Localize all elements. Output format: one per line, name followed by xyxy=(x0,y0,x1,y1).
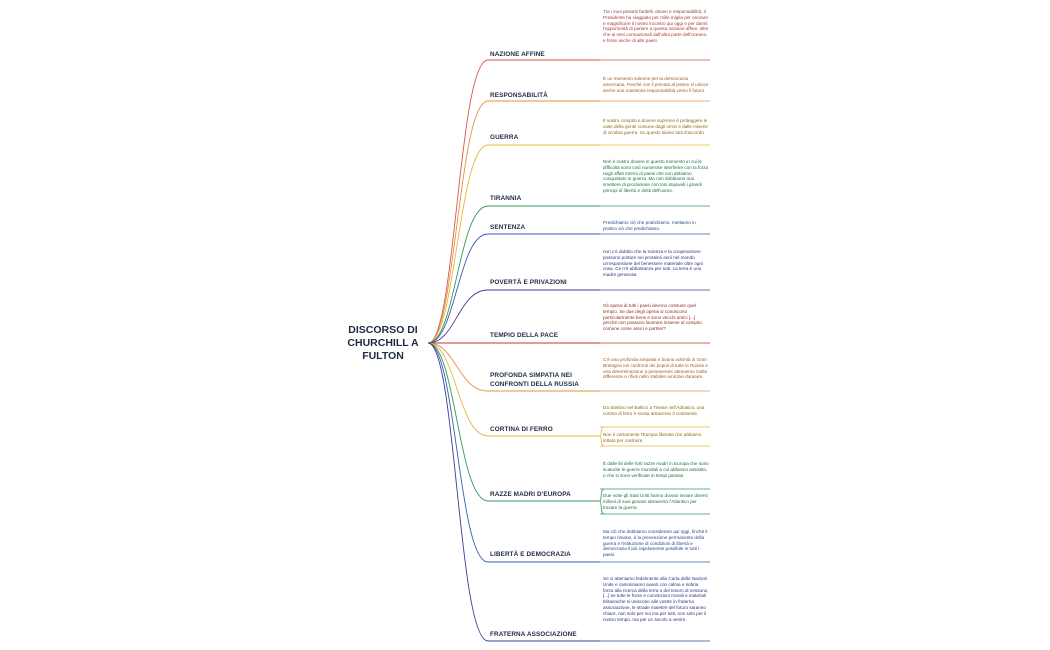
leaf-note[interactable]: Tra i suoi pesanti fardelli, doveri e re… xyxy=(603,9,709,43)
leaf-note[interactable]: Ma ciò che dobbiamo considerare qui oggi… xyxy=(603,529,708,558)
branch-connector xyxy=(427,342,489,437)
branch-responsabilita[interactable]: RESPONSABILITÀ xyxy=(490,92,548,99)
leaf-note[interactable]: Non è certamente l'Europa liberata che a… xyxy=(603,432,702,443)
branch-connector xyxy=(427,342,489,392)
leaf-note[interactable]: Da Stettino nel Baltico a Trieste nell'A… xyxy=(603,405,705,416)
branch-connector xyxy=(427,342,489,502)
leaf-note[interactable]: Predichiamo ciò che pratichiamo, mettiam… xyxy=(603,220,696,231)
branch-tempio-pace[interactable]: TEMPIO DELLA PACE xyxy=(490,332,559,339)
leaf-note[interactable]: Due volte gli Stati Uniti hanno dovuto i… xyxy=(603,493,708,510)
branch-poverta[interactable]: POVERTÀ E PRIVAZIONI xyxy=(490,279,567,286)
branch-cortina-ferro[interactable]: CORTINA DI FERRO xyxy=(490,426,553,433)
root-topic[interactable]: DISCORSO DI CHURCHILL A FULTON xyxy=(347,324,419,362)
branch-guerra[interactable]: GUERRA xyxy=(490,134,519,141)
leaf-note[interactable]: È dalle liti delle forti razze madri in … xyxy=(603,461,709,478)
branch-connector xyxy=(427,233,489,344)
branch-fraterna-associazione[interactable]: FRATERNA ASSOCIAZIONE xyxy=(490,631,577,638)
branch-connector xyxy=(427,342,489,642)
branch-nazione-affine[interactable]: NAZIONE AFFINE xyxy=(490,51,545,58)
branch-simpatia-russia[interactable]: PROFONDA SIMPATIA NEI CONFRONTI DELLA RU… xyxy=(490,372,579,388)
branch-connector xyxy=(427,59,489,344)
leaf-note[interactable]: Se ci atteniamo fedelmente alla Carta de… xyxy=(603,576,709,622)
leaf-note[interactable]: Non è nostro dovere in questo momento in… xyxy=(603,159,709,193)
branch-tirannia[interactable]: TIRANNIA xyxy=(490,195,522,202)
branch-connector xyxy=(427,205,489,344)
leaf-note[interactable]: non c'è dubbio che la scienza e la coope… xyxy=(603,249,703,278)
leaf-note[interactable]: Il nostro compito e dovere supremo è pro… xyxy=(603,118,708,135)
leaf-note[interactable]: C'è una profonda simpatia e buona volont… xyxy=(603,357,708,380)
branch-connector xyxy=(427,144,489,344)
branch-sentenza[interactable]: SENTENZA xyxy=(490,224,526,231)
leaf-note[interactable]: Gli operai di tutti i paesi devono costr… xyxy=(603,303,702,332)
branch-liberta-democrazia[interactable]: LIBERTÀ E DEMOCRAZIA xyxy=(490,551,571,558)
leaf-note[interactable]: È un momento solenne per la democrazia a… xyxy=(603,76,709,93)
branch-connector xyxy=(427,289,489,344)
branch-connector xyxy=(427,100,489,344)
branch-connector xyxy=(427,342,489,563)
branch-razze-madri[interactable]: RAZZE MADRI D'EUROPA xyxy=(490,491,571,498)
